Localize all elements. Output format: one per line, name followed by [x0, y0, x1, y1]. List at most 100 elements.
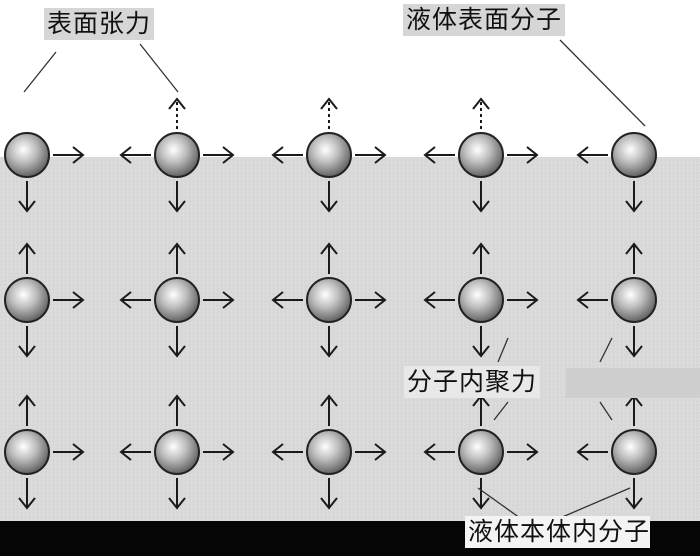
arrow-down-r1c1-head [18, 200, 36, 213]
arrow-left-r2c5 [576, 291, 608, 309]
pointer-line-6 [493, 401, 509, 421]
molecule-r3c1 [4, 429, 50, 475]
arrow-right-r1c1 [53, 146, 85, 164]
arrow-down-r3c1 [18, 478, 36, 510]
arrow-up-r3c3 [320, 394, 338, 426]
molecule-r1c1 [4, 132, 50, 178]
arrow-down-r2c1 [18, 326, 36, 358]
pointer-line-1 [23, 51, 57, 93]
molecule-r1c3 [306, 132, 352, 178]
arrow-down-r1c2-head [168, 200, 186, 213]
arrow-right-r3c1-head [72, 443, 85, 461]
arrow-left-r1c2 [119, 146, 151, 164]
arrow-right-r1c3-head [374, 146, 387, 164]
arrow-up-r1c4 [472, 97, 490, 129]
arrow-right-r1c4-head [526, 146, 539, 164]
arrow-down-r3c4 [472, 478, 490, 510]
arrow-down-r2c4-head [472, 345, 490, 358]
arrow-up-r2c3 [320, 242, 338, 274]
arrow-up-r2c1-head [18, 242, 36, 255]
arrow-right-r3c4-head [526, 443, 539, 461]
arrow-up-r2c4 [472, 242, 490, 274]
arrow-up-r1c3-head [320, 97, 338, 110]
arrow-left-r3c5 [576, 443, 608, 461]
arrow-up-r3c2 [168, 394, 186, 426]
arrow-up-r2c2 [168, 242, 186, 274]
arrow-left-r3c3 [271, 443, 303, 461]
arrow-left-r2c5-head [576, 291, 589, 309]
arrow-left-r1c2-head [119, 146, 132, 164]
arrow-up-r2c1 [18, 242, 36, 274]
pointer-line-2 [139, 43, 179, 93]
arrow-up-r1c3 [320, 97, 338, 129]
arrow-down-r3c5-head [625, 497, 643, 510]
pointer-line-9 [559, 487, 631, 519]
pointer-line-3 [559, 39, 646, 127]
arrow-down-r2c1-head [18, 345, 36, 358]
arrow-down-r1c4 [472, 181, 490, 213]
arrow-down-r2c5 [625, 326, 643, 358]
arrow-up-r1c2 [168, 97, 186, 129]
pointer-line-4 [497, 337, 509, 363]
arrow-down-r1c3 [320, 181, 338, 213]
arrow-left-r3c3-head [271, 443, 284, 461]
cohesion-label: 分子内聚力 [404, 366, 541, 398]
arrow-left-r1c4-head [423, 146, 436, 164]
arrow-up-r2c3-head [320, 242, 338, 255]
arrow-left-r3c5-head [576, 443, 589, 461]
arrow-right-r2c3-head [374, 291, 387, 309]
arrow-right-r1c1-head [72, 146, 85, 164]
arrow-down-r3c3-head [320, 497, 338, 510]
arrow-right-r1c3 [355, 146, 387, 164]
arrow-right-r2c4-head [526, 291, 539, 309]
arrow-down-r1c5-head [625, 200, 643, 213]
arrow-down-r2c4 [472, 326, 490, 358]
arrow-down-r3c3 [320, 478, 338, 510]
arrow-down-r3c5 [625, 478, 643, 510]
arrow-left-r1c4 [423, 146, 455, 164]
arrow-up-r2c2-head [168, 242, 186, 255]
arrow-right-r3c2 [203, 443, 235, 461]
molecule-r1c5 [611, 132, 657, 178]
molecules [4, 132, 657, 475]
arrow-right-r2c2 [203, 291, 235, 309]
arrow-up-r3c1-head [18, 394, 36, 407]
arrow-down-r1c5 [625, 181, 643, 213]
arrow-left-r2c2-head [119, 291, 132, 309]
arrow-down-r3c2 [168, 478, 186, 510]
arrow-left-r1c3 [271, 146, 303, 164]
arrow-down-r3c4-head [472, 497, 490, 510]
molecule-r2c2 [154, 277, 200, 323]
arrow-right-r2c3 [355, 291, 387, 309]
arrow-left-r2c3 [271, 291, 303, 309]
arrow-right-r1c2 [203, 146, 235, 164]
molecule-r3c2 [154, 429, 200, 475]
arrow-down-r2c3-head [320, 345, 338, 358]
surface-tension-label: 表面张力 [44, 8, 155, 40]
arrow-left-r1c5-head [576, 146, 589, 164]
arrow-up-r2c4-head [472, 242, 490, 255]
molecule-r2c5 [611, 277, 657, 323]
arrow-down-r1c1 [18, 181, 36, 213]
arrow-right-r3c1 [53, 443, 85, 461]
arrow-right-r3c3 [355, 443, 387, 461]
arrow-right-r3c2-head [222, 443, 235, 461]
arrow-down-r2c5-head [625, 345, 643, 358]
force-arrows [18, 97, 643, 510]
label-pointers [23, 39, 646, 519]
bulk-molecule-label: 液体本体内分子 [465, 516, 651, 548]
arrow-right-r2c1-head [72, 291, 85, 309]
arrow-down-r3c1-head [18, 497, 36, 510]
arrow-right-r2c2-head [222, 291, 235, 309]
arrow-up-r1c2-head [168, 97, 186, 110]
arrow-down-r2c2 [168, 326, 186, 358]
arrow-left-r2c4-head [423, 291, 436, 309]
arrow-left-r2c4 [423, 291, 455, 309]
arrow-up-r2c5-head [625, 242, 643, 255]
arrow-right-r1c2-head [222, 146, 235, 164]
molecule-r1c4 [458, 132, 504, 178]
molecule-r2c1 [4, 277, 50, 323]
molecule-r2c4 [458, 277, 504, 323]
arrow-down-r2c3 [320, 326, 338, 358]
